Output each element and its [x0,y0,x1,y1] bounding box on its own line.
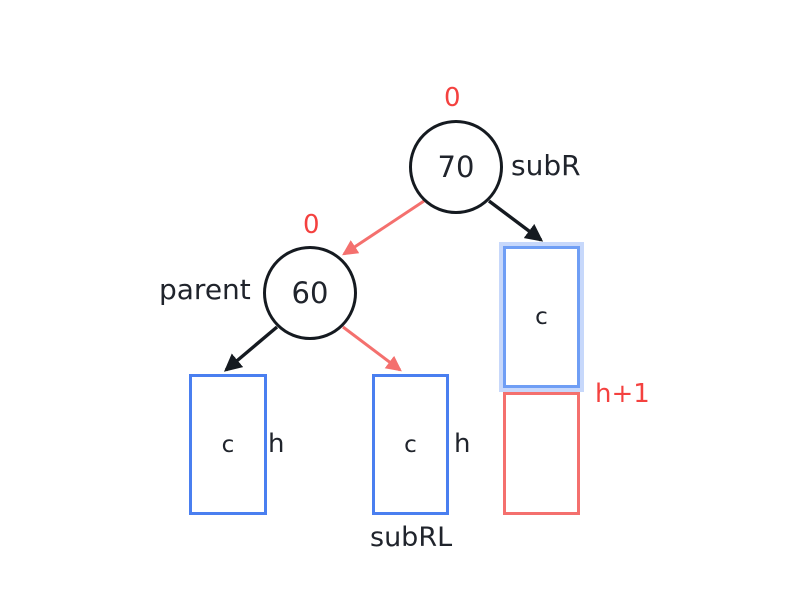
height-label-subrl: h [454,429,471,459]
height-label-left: h [268,429,285,459]
subtree-rect-subrl-label: c [404,431,417,458]
tree-node-70[interactable]: 70 [409,120,503,214]
node-label-subr: subR [511,149,581,182]
edge-70-to-subr-c [487,199,544,242]
tree-node-60[interactable]: 60 [263,246,357,340]
subtree-rect-subr-child[interactable]: c [499,242,584,392]
node-label-parent: parent [159,273,251,306]
rect-caption-subrl: subRL [370,522,453,553]
subtree-rect-subrl[interactable]: c [372,374,449,515]
balance-factor-70: 0 [444,83,461,113]
subtree-rect-subr-child-label: c [535,304,548,330]
height-label-h-plus-1: h+1 [595,379,650,409]
tree-node-60-value: 60 [291,276,329,310]
subtree-rect-left[interactable]: c [189,374,267,515]
subtree-rect-subr-extra[interactable] [503,392,580,515]
subtree-rect-left-label: c [221,431,235,458]
tree-node-70-value: 70 [437,150,475,184]
balance-factor-60: 0 [303,210,320,240]
edge-60-to-subrl [342,325,402,372]
edge-60-to-left [223,325,279,372]
edge-70-to-60 [342,199,425,256]
